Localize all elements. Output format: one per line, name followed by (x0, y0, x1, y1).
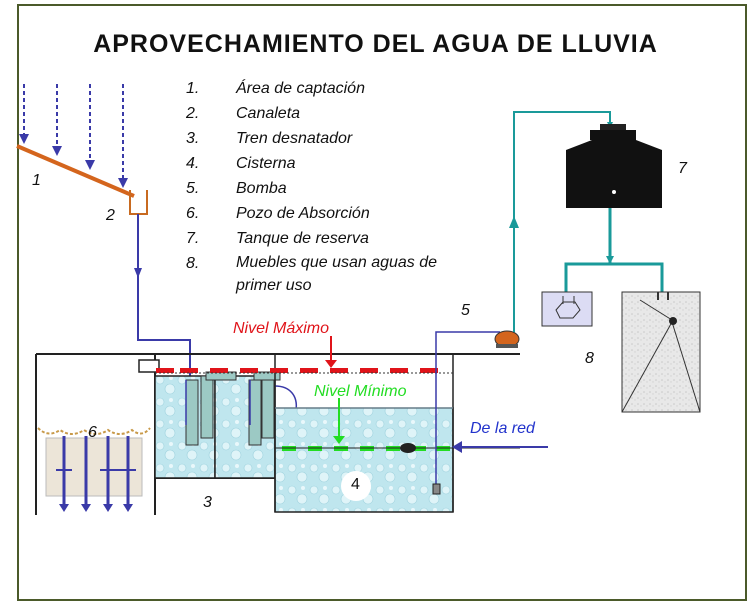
absorption-well (37, 427, 151, 512)
legend-item-3: 3.Tren desnatador (186, 130, 353, 147)
inlet-box (138, 359, 160, 373)
legend-item-8: 8.Muebles que usan aguas de primer uso (186, 254, 438, 294)
label-8: 8 (585, 350, 594, 367)
legend-item-2: 2.Canaleta (186, 105, 301, 122)
label-4: 4 (351, 476, 360, 493)
max-level-markers (156, 368, 438, 373)
legend-item-7: 7.Tanque de reserva (186, 230, 369, 247)
washbasin (541, 291, 593, 327)
label-7: 7 (678, 160, 687, 177)
label-1: 1 (32, 172, 41, 189)
foot-valve (432, 483, 441, 495)
reserve-tank (566, 124, 662, 208)
legend-item-1: 1. Área de captación (186, 80, 365, 97)
diagram-title: APROVECHAMIENTO DEL AGUA DE LLUVIA (93, 30, 658, 58)
label-de-la-red: De la red (470, 420, 535, 437)
legend-item-6: 6.Pozo de Absorción (186, 205, 370, 222)
label-5: 5 (461, 302, 470, 319)
legend: 1. Área de captación 2.Canaleta 3.Tren d… (186, 76, 446, 297)
rain-arrowheads (19, 134, 128, 188)
label-nivel-minimo: Nivel Mínimo (314, 383, 407, 400)
label-6: 6 (88, 424, 97, 441)
rain-arrows (23, 84, 124, 184)
label-nivel-maximo: Nivel Máximo (233, 320, 330, 337)
label-2: 2 (106, 207, 115, 224)
catchment-roof (16, 144, 135, 198)
label-3: 3 (203, 494, 212, 511)
toilet-tank (621, 291, 701, 413)
legend-item-4: 4.Cisterna (186, 155, 296, 172)
suction-pipe (435, 331, 500, 488)
skimmer-pipes (185, 371, 281, 446)
cistern-number-circle (341, 471, 371, 501)
distribution-pipe (564, 208, 664, 296)
legend-item-5: 5.Bomba (186, 180, 287, 197)
pump (494, 330, 520, 348)
